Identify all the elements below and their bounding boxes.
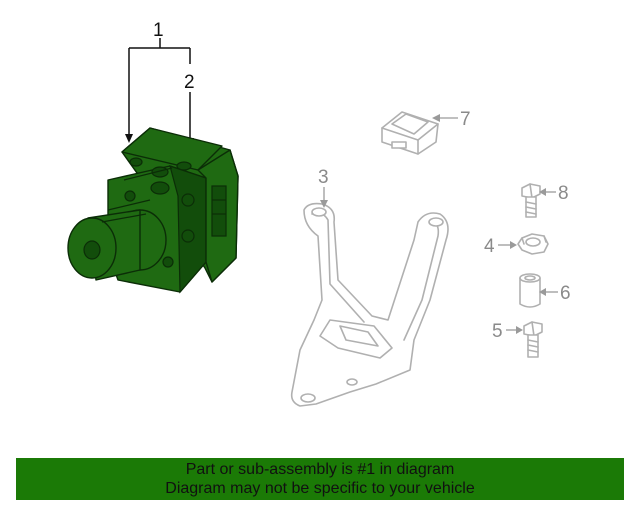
part-6-sleeve[interactable] bbox=[519, 273, 541, 308]
callout-7-label: 7 bbox=[460, 109, 471, 130]
callout-1-label: 1 bbox=[153, 20, 164, 41]
part-4-nut[interactable] bbox=[517, 233, 549, 255]
part-5-bolt[interactable] bbox=[523, 321, 543, 358]
callout-1-leader bbox=[125, 38, 191, 143]
part-notice-banner: Part or sub-assembly is #1 in diagram Di… bbox=[16, 458, 624, 500]
part-3-bracket[interactable] bbox=[290, 202, 449, 407]
parts-diagram: 1 2 bbox=[67, 20, 571, 407]
banner-line-2: Diagram may not be specific to your vehi… bbox=[165, 480, 475, 497]
abs-modulator-assembly[interactable] bbox=[67, 127, 239, 294]
banner-line-1: Part or sub-assembly is #1 in diagram bbox=[185, 461, 455, 478]
callout-5-label: 5 bbox=[492, 321, 503, 342]
part-8-bolt[interactable] bbox=[521, 183, 541, 218]
callout-4-label: 4 bbox=[484, 236, 495, 257]
callout-2-label: 2 bbox=[184, 72, 195, 93]
part-7-sensor[interactable] bbox=[381, 111, 439, 155]
callout-3-label: 3 bbox=[318, 167, 329, 188]
callout-6-label: 6 bbox=[560, 283, 571, 304]
callout-8-label: 8 bbox=[558, 183, 569, 204]
